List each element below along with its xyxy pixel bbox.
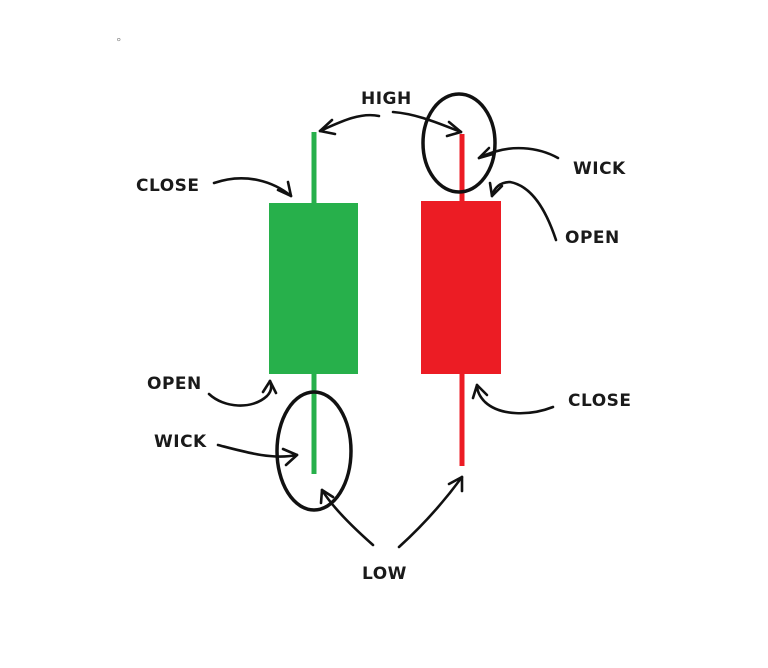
arrow-bear-wick [477,146,560,160]
arrow-bear-open [490,180,558,242]
label-bear-open: OPEN [565,228,620,248]
corner-dot: ° [116,36,122,49]
bearish-candle [421,134,501,466]
arrow-bull-open [207,379,273,407]
label-bull-wick: WICK [154,432,207,452]
bearish-body [421,201,501,374]
bearish-wick-circle [421,92,497,194]
arrow-high-to-bearish [391,110,463,134]
arrow-bull-wick [216,443,299,458]
arrows [207,110,560,549]
bullish-candle [269,132,358,474]
label-low: LOW [362,564,407,584]
label-bear-close: CLOSE [568,391,632,411]
arrow-bear-close [475,383,555,415]
label-bear-wick: WICK [573,159,626,179]
arrow-high-to-bullish [318,113,381,133]
label-bull-close: CLOSE [136,176,200,196]
arrow-low-to-bullish [320,488,375,547]
arrow-bull-close [212,177,293,198]
bullish-wick-circle [275,390,353,512]
label-bull-open: OPEN [147,374,202,394]
bullish-body [269,203,358,374]
label-high: HIGH [361,89,412,109]
arrow-low-to-bearish [397,475,464,549]
